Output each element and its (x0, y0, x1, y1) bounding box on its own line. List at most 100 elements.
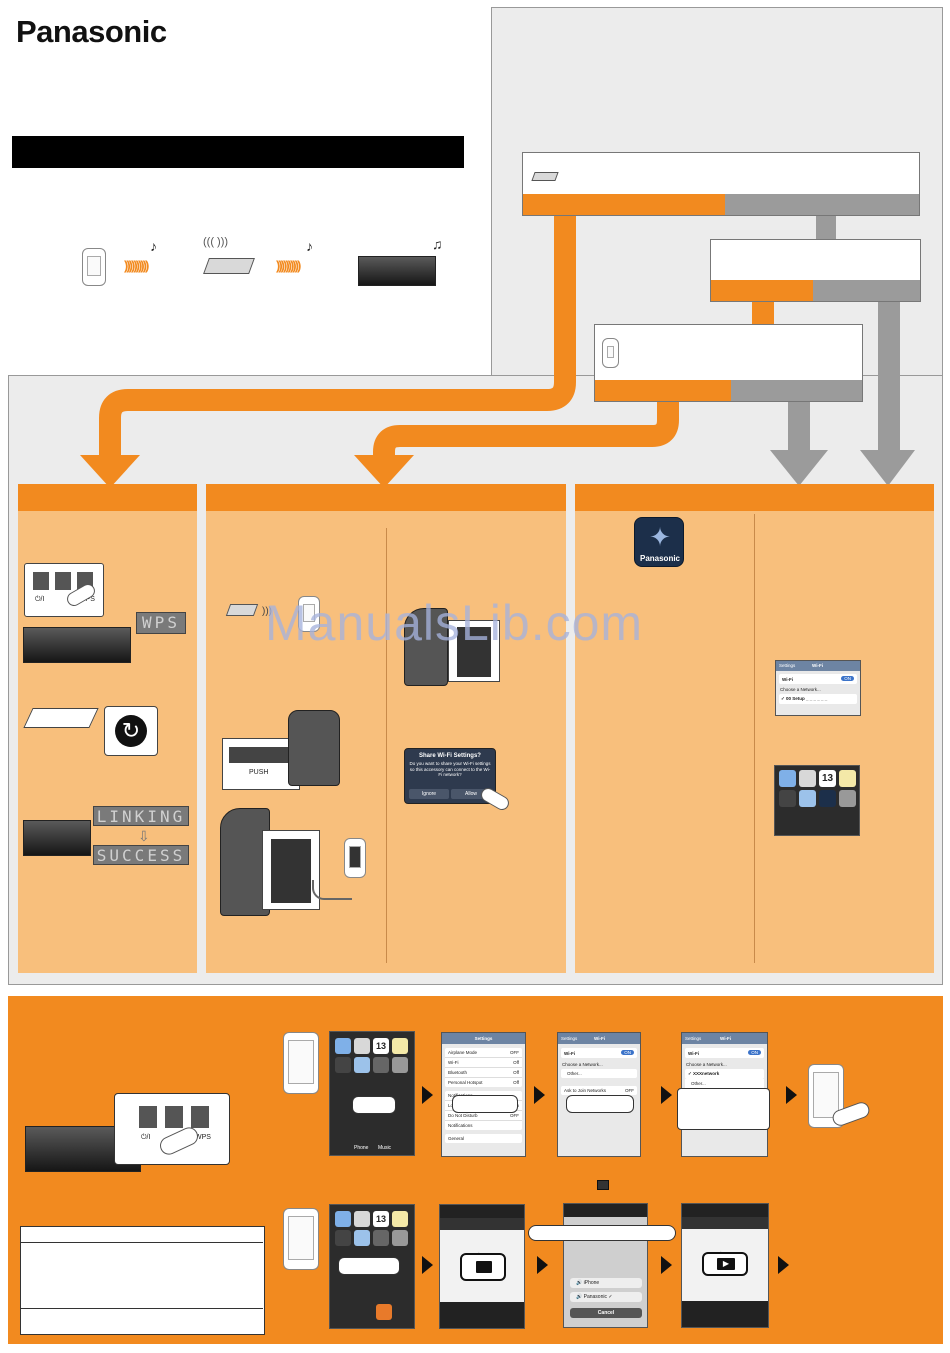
col2-iphone-cable-icon (344, 838, 366, 878)
row1-arrow-3 (661, 1086, 672, 1104)
settings-item-2-value: Off (513, 1060, 519, 1065)
dialog-allow-button[interactable]: Allow (451, 789, 491, 799)
dialog-ignore-button[interactable]: Ignore (409, 789, 449, 799)
row1-callout-3 (566, 1095, 634, 1113)
bottom-hand-icon (157, 1124, 201, 1158)
area-join (9, 376, 491, 380)
row1-calendar-icon[interactable]: 13 (373, 1038, 389, 1054)
display-linking: LINKING (93, 806, 189, 826)
row1-arrow-2 (534, 1086, 545, 1104)
settings-item-8[interactable]: Notifications (448, 1123, 473, 1128)
settings-item-7[interactable]: Do Not Disturb (448, 1113, 478, 1118)
wps-symbol-icon: ↻ (115, 715, 147, 747)
panasonic-app-icon[interactable]: ✦ Panasonic (634, 517, 684, 567)
row1-phone (283, 1032, 319, 1094)
row1-home-screen: 13 Phone Music (329, 1031, 415, 1156)
router-wps-press (23, 708, 99, 728)
intro-note-2-icon: ♪ (306, 238, 313, 254)
col2-phone-icon (298, 596, 320, 632)
col3-wifi-screen: Settings Wi-Fi Wi-Fi ON Choose a Network… (775, 660, 861, 716)
row1-callout-1 (352, 1096, 396, 1114)
bottom-button-panel: ⏻/I WPS (114, 1093, 230, 1165)
settings-item-3-value: Off (513, 1070, 519, 1075)
intro-note-1-icon: ♪ (150, 238, 157, 254)
col2-signal-icon: ))) (262, 606, 272, 617)
row1-dock-phone[interactable]: Phone (354, 1145, 369, 1151)
airplay-button-icon[interactable] (476, 1261, 492, 1273)
settings-item-3[interactable]: Bluetooth (448, 1070, 468, 1075)
row2-airplay-sheet: 🔊 iPhone 🔊 Panasonic ✓ Cancel (563, 1203, 648, 1328)
col3-wifi-label: Wi-Fi (782, 677, 793, 682)
column-app-divider (754, 514, 755, 963)
rear-port-panel (448, 620, 500, 682)
settings-item-7-value: OFF (510, 1113, 519, 1118)
row2-player-screen-1: ♪ (439, 1204, 525, 1329)
row2-home-screen: 13 (329, 1204, 415, 1329)
col3-choose: Choose a Network... (780, 687, 821, 692)
wifi2-title: Wi-Fi (720, 1036, 731, 1041)
settings-title: Settings (442, 1033, 525, 1044)
col3-back[interactable]: Settings (779, 663, 796, 668)
row2-arrow-3 (661, 1256, 672, 1274)
sheet-iphone-option[interactable]: 🔊 iPhone (570, 1278, 642, 1288)
sheet-panasonic-option[interactable]: 🔊 Panasonic ✓ (570, 1292, 642, 1302)
row2-phone (283, 1208, 319, 1270)
row1-arrow-4 (786, 1086, 797, 1104)
settings-item-2[interactable]: Wi-Fi (448, 1060, 459, 1065)
wifi1-other[interactable]: Other... (561, 1069, 637, 1078)
unit-front-2 (23, 820, 91, 856)
wifi1-ask-toggle[interactable]: OFF (625, 1088, 634, 1093)
column-ios-share-header (206, 484, 566, 511)
row1-callout-2 (452, 1095, 518, 1113)
row1-arrow-1 (422, 1086, 433, 1104)
settings-item-4-value: Off (513, 1080, 519, 1085)
unit-front-1 (23, 627, 131, 663)
sheet-cancel-button[interactable]: Cancel (570, 1308, 642, 1318)
row2-calendar-icon[interactable]: 13 (373, 1211, 389, 1227)
decision-2-no-bar (813, 280, 920, 301)
watermark: ManualsLib.com (265, 595, 644, 651)
col3-calendar-icon[interactable]: 13 (819, 770, 836, 787)
col3-wifi-title: Wi-Fi (812, 663, 823, 668)
wifi2-back[interactable]: Settings (685, 1036, 702, 1041)
column-app-header (575, 484, 934, 511)
bottom-power-label: ⏻/I (141, 1134, 151, 1141)
wifi2-toggle[interactable]: ON (748, 1050, 761, 1055)
dialog-body: Do you want to share your Wi-Fi settings… (409, 761, 491, 777)
settings-item-1-value: OFF (510, 1050, 519, 1055)
col3-wifi-toggle[interactable]: ON (841, 676, 854, 681)
display-success: SUCCESS (93, 845, 189, 865)
row2-arrow-4 (778, 1256, 789, 1274)
app-star-icon: ✦ (649, 522, 671, 552)
row1-dock-music[interactable]: Music (378, 1145, 392, 1151)
brand-logo: Panasonic (16, 14, 167, 49)
wifi1-ask: Ask to Join Networks (564, 1088, 607, 1093)
wifi2-network[interactable]: ✓ XXXnetwork (685, 1069, 764, 1079)
intro-router-signal-icon: ((( ))) (203, 236, 229, 248)
settings-item-1[interactable]: Airplane Mode (448, 1050, 478, 1055)
settings-item-9[interactable]: General (448, 1136, 465, 1141)
row1-wifi-screen-1: Settings Wi-Fi Wi-Fi ON Choose a Network… (557, 1032, 641, 1157)
sheet-panasonic-label: Panasonic (583, 1294, 607, 1300)
row2-callout-2 (528, 1225, 676, 1241)
row2-music-icon[interactable] (376, 1304, 392, 1320)
wifi1-toggle[interactable]: ON (621, 1050, 634, 1055)
settings-item-4[interactable]: Personal Hotspot (448, 1080, 483, 1085)
intro-wave-1-icon: )))))))))) (124, 258, 149, 273)
wifi1-label: Wi-Fi (564, 1051, 575, 1056)
wifi2-label: Wi-Fi (688, 1051, 699, 1056)
notes-box (20, 1226, 265, 1335)
play-button-icon[interactable]: ▶ (717, 1258, 735, 1270)
wifi2-other[interactable]: Other... (685, 1079, 764, 1088)
col3-network[interactable]: ✓ 00 Setup _ _ _ _ _ _ (779, 694, 857, 704)
app-icon-label: Panasonic (639, 554, 680, 563)
wifi1-back[interactable]: Settings (561, 1036, 578, 1041)
decision-3-no-bar (731, 380, 862, 401)
ipod-port-panel (262, 830, 320, 910)
connector-2-col3-right (878, 302, 900, 454)
wifi2-choose: Choose a Network... (686, 1062, 727, 1067)
intro-wave-2-icon: )))))))))) (276, 258, 301, 273)
decision-2-yes-bar (711, 280, 813, 301)
connector-3-col3-left (788, 402, 810, 454)
status-arrow-icon: ⇩ (138, 828, 150, 844)
